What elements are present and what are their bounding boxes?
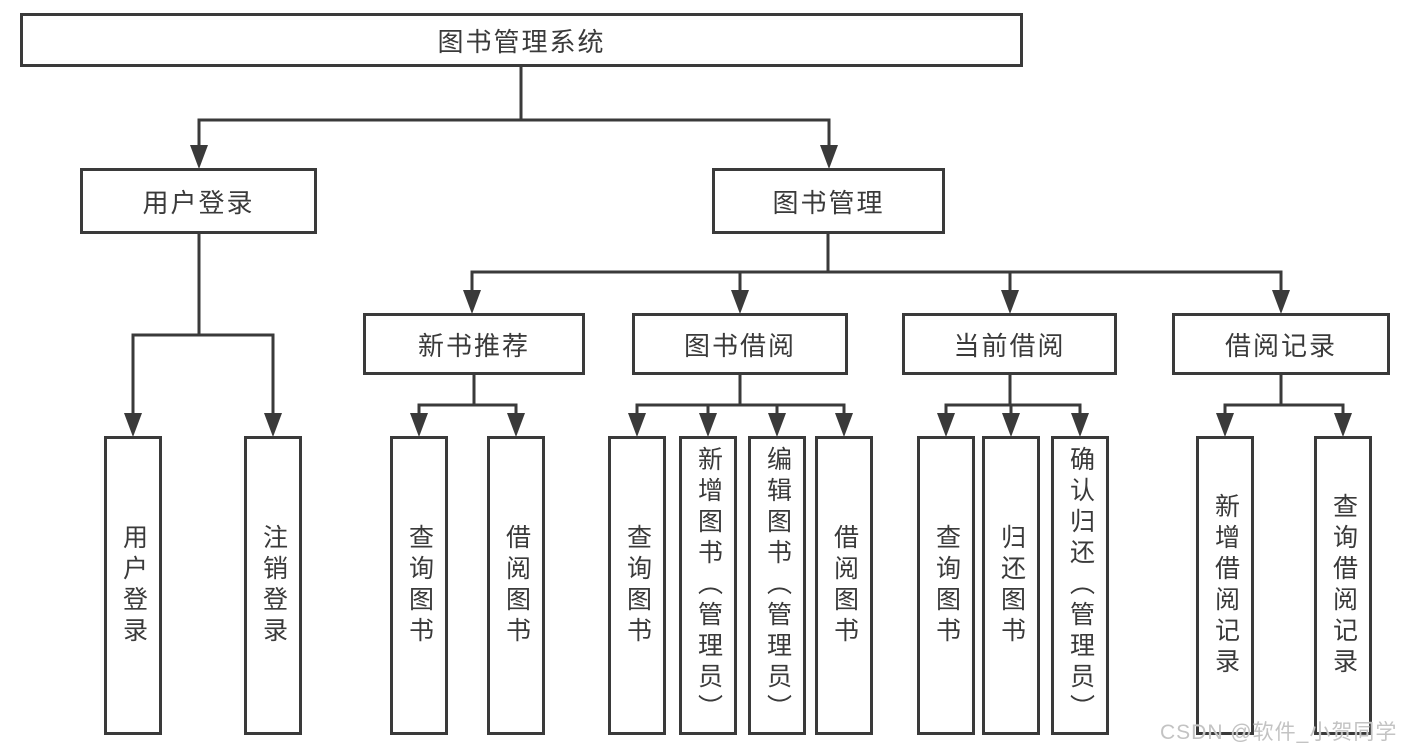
node-current-borrow: 当前借阅 — [902, 313, 1117, 375]
leaf-user-login: 用户登录 — [104, 436, 162, 735]
edges-new-book-recommend — [410, 373, 525, 437]
leaf-add-borrow-record: 新增借阅记录 — [1196, 436, 1254, 735]
edges-user-login — [124, 232, 282, 437]
leaf-logout: 注销登录 — [244, 436, 302, 735]
edges-current-borrow — [937, 373, 1089, 437]
node-book-management: 图书管理 — [712, 168, 945, 234]
leaf-query-books-borrow: 查询图书 — [608, 436, 666, 735]
node-borrow-records: 借阅记录 — [1172, 313, 1390, 375]
leaf-add-books-admin: 新增图书（管理员） — [679, 436, 737, 735]
leaf-borrow-books-recommend: 借阅图书 — [487, 436, 545, 735]
node-book-borrow: 图书借阅 — [632, 313, 848, 375]
node-root-system: 图书管理系统 — [20, 13, 1023, 67]
leaf-query-books-current: 查询图书 — [917, 436, 975, 735]
leaf-borrow-books: 借阅图书 — [815, 436, 873, 735]
edges-book-borrow — [628, 373, 853, 437]
edges-borrow-records — [1216, 373, 1352, 437]
node-new-book-recommend: 新书推荐 — [363, 313, 585, 375]
leaf-edit-books-admin: 编辑图书（管理员） — [748, 436, 806, 735]
leaf-return-books: 归还图书 — [982, 436, 1040, 735]
leaf-query-borrow-record: 查询借阅记录 — [1314, 436, 1372, 735]
edges-book-management — [463, 232, 1290, 314]
leaf-query-books-recommend: 查询图书 — [390, 436, 448, 735]
node-user-login: 用户登录 — [80, 168, 317, 234]
edges-root — [190, 65, 838, 169]
leaf-confirm-return-admin: 确认归还（管理员） — [1051, 436, 1109, 735]
csdn-watermark: CSDN @软件_小贺同学 — [1160, 721, 1398, 744]
